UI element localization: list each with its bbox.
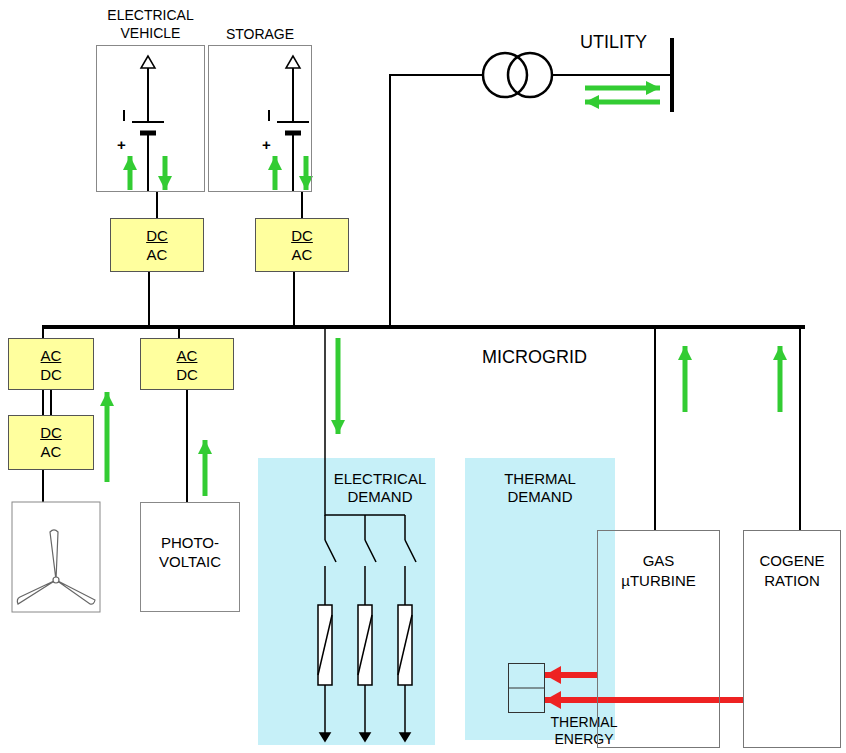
transformer-symbol: [483, 53, 527, 97]
converter-box: DCAC: [110, 218, 204, 272]
node-text: THERMAL DEMAND: [495, 470, 585, 506]
feeder-wire: [42, 390, 44, 415]
power-flow-arrow: [585, 86, 660, 91]
demand-region: ELECTRICAL DEMAND: [258, 458, 435, 745]
node-text: DC: [141, 365, 233, 384]
battery-symbol: [147, 68, 149, 122]
battery-symbol: [147, 135, 149, 192]
node-text: AC: [256, 245, 348, 264]
power-flow-arrow: [105, 392, 110, 482]
wind-turbine-icon: [12, 502, 100, 612]
converter-box: ACDC: [8, 338, 94, 390]
resistor-symbol: [358, 515, 376, 741]
node-text: DC: [256, 226, 348, 245]
pv-box: PHOTO- VOLTAIC: [140, 502, 240, 612]
battery-symbol: [285, 131, 301, 136]
node-text: GAS µTURBINE: [614, 551, 704, 591]
bus-label: MICROGRID: [482, 347, 587, 368]
wind-turbine-icon: [12, 502, 100, 612]
thermal-store-box: THERMAL ENERGY: [508, 663, 545, 713]
node-text: DC: [9, 365, 93, 384]
vehicle-box: ELECTRICAL VEHICLE: [96, 45, 205, 192]
battery-symbol: [132, 121, 164, 123]
power-flow-arrow: [273, 156, 278, 190]
feeder-wire: [390, 75, 483, 327]
converter-box: DCAC: [255, 218, 349, 272]
wind-turbine-icon: [17, 580, 56, 604]
battery-symbol: [140, 131, 156, 136]
power-flow-arrow: [304, 156, 309, 190]
generator-box: COGENE RATION: [743, 530, 841, 748]
storage-box: STORAGE: [208, 45, 312, 192]
feeder-wire: [654, 327, 656, 530]
feeder-wire: [293, 272, 295, 327]
polarity-sign: +: [117, 136, 126, 153]
transformer-symbol: [483, 53, 552, 97]
power-flow-arrow: [128, 156, 133, 190]
battery-symbol: [141, 56, 155, 68]
wire-connector: [156, 192, 158, 218]
wind-turbine-icon: [53, 577, 59, 583]
utility-label: UTILITY: [580, 32, 647, 53]
utility-busbar: [672, 38, 673, 112]
node-text: DC: [9, 423, 93, 442]
demand-region: THERMAL DEMAND THERMAL ENERGY: [465, 458, 615, 740]
wire-connector: [50, 390, 52, 415]
power-flow-arrow: [203, 440, 208, 496]
wire-connector: [301, 192, 303, 218]
battery-symbol: [277, 121, 309, 123]
wind-turbine-icon: [56, 580, 95, 604]
power-flow-arrow: [585, 100, 660, 105]
node-text: AC: [111, 245, 203, 264]
battery-symbol: [123, 110, 125, 121]
feeder-wire: [799, 327, 801, 530]
power-flow-arrow: [163, 156, 168, 190]
battery-symbol: [292, 68, 294, 122]
node-text: ELECTRICAL VEHICLE: [99, 6, 203, 42]
battery-symbol: [292, 135, 294, 192]
feeder-wire: [42, 327, 44, 338]
resistor-symbol: [318, 515, 336, 741]
polarity-sign: +: [262, 136, 271, 153]
resistor-symbol: [398, 515, 416, 741]
demand-region-fill: [258, 458, 435, 745]
node-text: ELECTRICAL DEMAND: [330, 470, 430, 506]
node-text: COGENE RATION: [756, 551, 828, 591]
wind-turbine-icon: [17, 530, 95, 604]
node-text: AC: [141, 346, 233, 365]
wind-turbine-icon: [50, 530, 58, 580]
feeder-wire: [178, 327, 180, 338]
feeder-wire: [43, 75, 800, 530]
busbar: [42, 325, 805, 329]
heat-flow-arrow: [545, 672, 597, 678]
node-text: THERMAL ENERGY: [539, 714, 629, 748]
transformer-symbol: [508, 53, 552, 97]
thermal-store-divider: [508, 688, 545, 689]
feeder-wire: [148, 272, 150, 327]
busbar: [42, 327, 805, 328]
converter-box: DCAC: [8, 415, 94, 470]
battery-symbol: [286, 56, 300, 68]
thermal-store-divider: [508, 688, 545, 689]
feeder-wire: [42, 470, 44, 502]
node-text: AC: [9, 346, 93, 365]
node-text: STORAGE: [209, 25, 311, 43]
heat-flow-arrow: [545, 697, 743, 703]
power-flow-arrow: [683, 346, 688, 412]
wire-connector: [186, 390, 188, 502]
resistor-symbol: [318, 515, 416, 741]
utility-busbar: [670, 38, 674, 112]
battery-symbol: [268, 110, 270, 121]
node-text: PHOTO- VOLTAIC: [150, 533, 230, 571]
power-flow-arrow: [778, 346, 783, 412]
feeder-wire: [552, 74, 672, 76]
node-text: AC: [9, 442, 93, 461]
power-flow-arrow: [336, 338, 341, 434]
converter-box: ACDC: [140, 338, 234, 390]
battery-symbol: [124, 56, 309, 192]
generator-box: GAS µTURBINE: [597, 530, 720, 748]
node-text: DC: [111, 226, 203, 245]
